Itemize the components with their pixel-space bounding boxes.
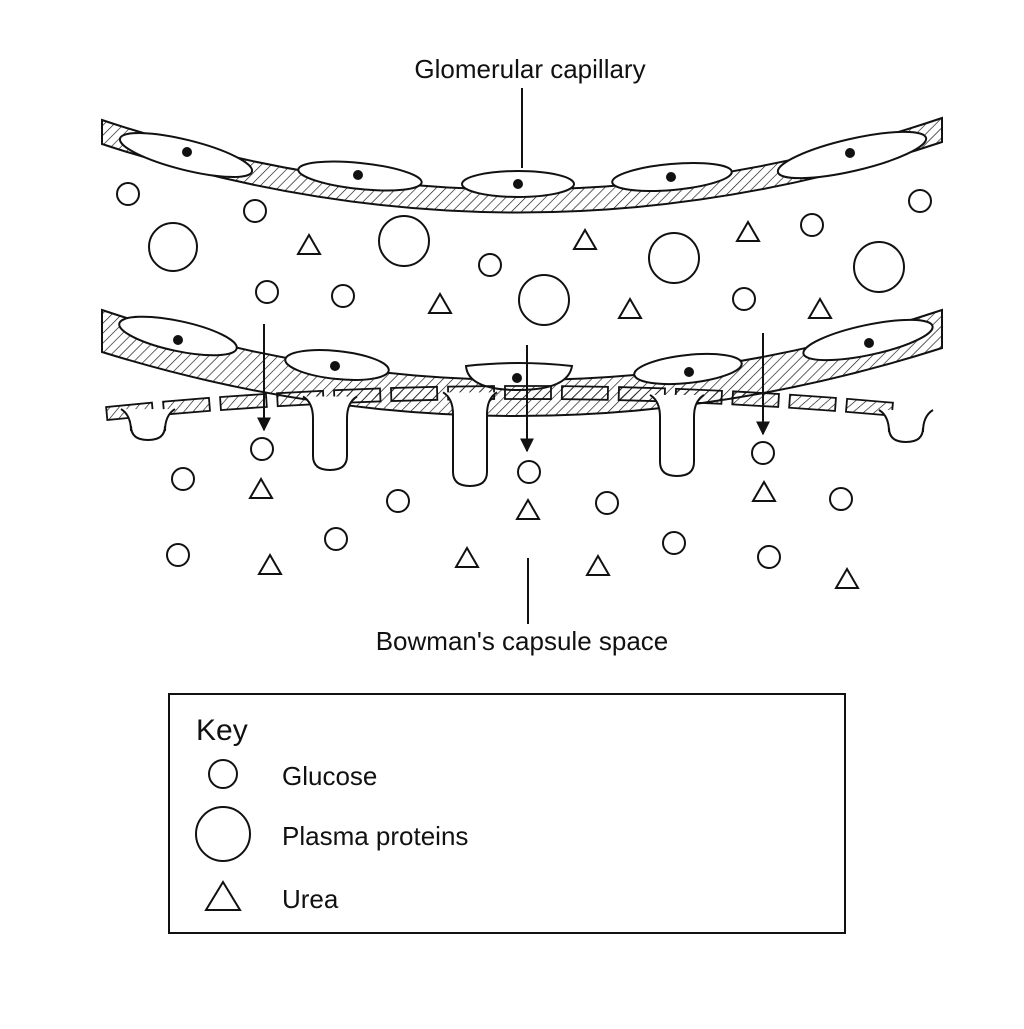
urea-particle: [807, 297, 833, 319]
glucose-particle: [166, 543, 190, 567]
cell-nucleus: [182, 147, 192, 157]
key-legend: Key Glucose Plasma proteins Urea: [168, 693, 846, 934]
membrane-segment: [731, 390, 780, 408]
urea-particle: [572, 228, 598, 250]
cell-nucleus: [353, 170, 363, 180]
glucose-particle: [517, 460, 541, 484]
glucose-particle: [331, 284, 355, 308]
key-glucose-symbol: [208, 759, 238, 789]
key-plasma-protein-label: Plasma proteins: [282, 821, 468, 851]
cell-nucleus: [864, 338, 874, 348]
urea-particle: [296, 233, 322, 255]
filtration-arrows: [257, 324, 770, 453]
urea-particle: [735, 220, 761, 242]
glucose-particle: [250, 437, 274, 461]
plasma-protein-particle: [148, 222, 198, 272]
cell-nucleus: [845, 148, 855, 158]
key-border: [168, 693, 846, 934]
key-urea-label: Urea: [282, 884, 339, 914]
membrane-segment: [788, 393, 837, 412]
membrane-segment: [390, 385, 439, 402]
podocyte-foot: [442, 391, 498, 488]
podocyte-foot: [878, 409, 934, 444]
podocyte-foot: [302, 395, 358, 472]
glucose-particle: [171, 467, 195, 491]
glucose-particle: [829, 487, 853, 511]
urea-particle: [427, 292, 453, 314]
lower-endothelial-cells: [118, 315, 934, 392]
plasma-protein-particle: [648, 232, 700, 284]
cell-nucleus: [512, 373, 522, 383]
urea-particle: [751, 480, 777, 502]
filtrate-particles: [166, 437, 860, 589]
urea-particle: [515, 498, 541, 520]
glucose-particle: [800, 213, 824, 237]
glucose-particle: [478, 253, 502, 277]
glucose-particle: [386, 489, 410, 513]
plasma-protein-particle: [853, 241, 905, 293]
plasma-protein-particle: [378, 215, 430, 267]
plasma-protein-particle: [518, 274, 570, 326]
membrane-segment: [560, 385, 609, 401]
glucose-particle: [757, 545, 781, 569]
cell-nucleus: [173, 335, 183, 345]
glucose-particle: [751, 441, 775, 465]
key-urea-symbol: [204, 880, 242, 911]
key-glucose-label: Glucose: [282, 761, 377, 791]
cell-nucleus: [684, 367, 694, 377]
urea-particle: [834, 567, 860, 589]
podocyte-foot-processes: [120, 391, 934, 488]
urea-particle: [248, 477, 274, 499]
cell-nucleus: [330, 361, 340, 371]
podocyte-foot: [649, 394, 705, 478]
capsule-label: Bowman's capsule space: [376, 626, 669, 656]
urea-particle: [257, 553, 283, 575]
glucose-particle: [595, 491, 619, 515]
urea-particle: [617, 297, 643, 319]
glucose-particle: [255, 280, 279, 304]
urea-particle: [454, 546, 480, 568]
cell-nucleus: [666, 172, 676, 182]
membrane-segment: [219, 392, 268, 411]
urea-particle: [585, 554, 611, 576]
plasma-particles: [116, 182, 932, 326]
glucose-particle: [662, 531, 686, 555]
lower-capillary-wall: [101, 308, 943, 417]
glucose-particle: [908, 189, 932, 213]
key-title: Key: [196, 714, 248, 747]
glucose-particle: [732, 287, 756, 311]
glucose-particle: [243, 199, 267, 223]
glucose-particle: [116, 182, 140, 206]
capillary-label: Glomerular capillary: [414, 54, 645, 84]
membrane-segment: [162, 396, 211, 416]
key-plasma-protein-symbol: [195, 806, 251, 862]
upper-capillary-wall: [101, 116, 943, 214]
cell-nucleus: [513, 179, 523, 189]
podocyte-foot: [120, 408, 176, 442]
glucose-particle: [324, 527, 348, 551]
upper-endothelial-cells: [118, 130, 928, 198]
